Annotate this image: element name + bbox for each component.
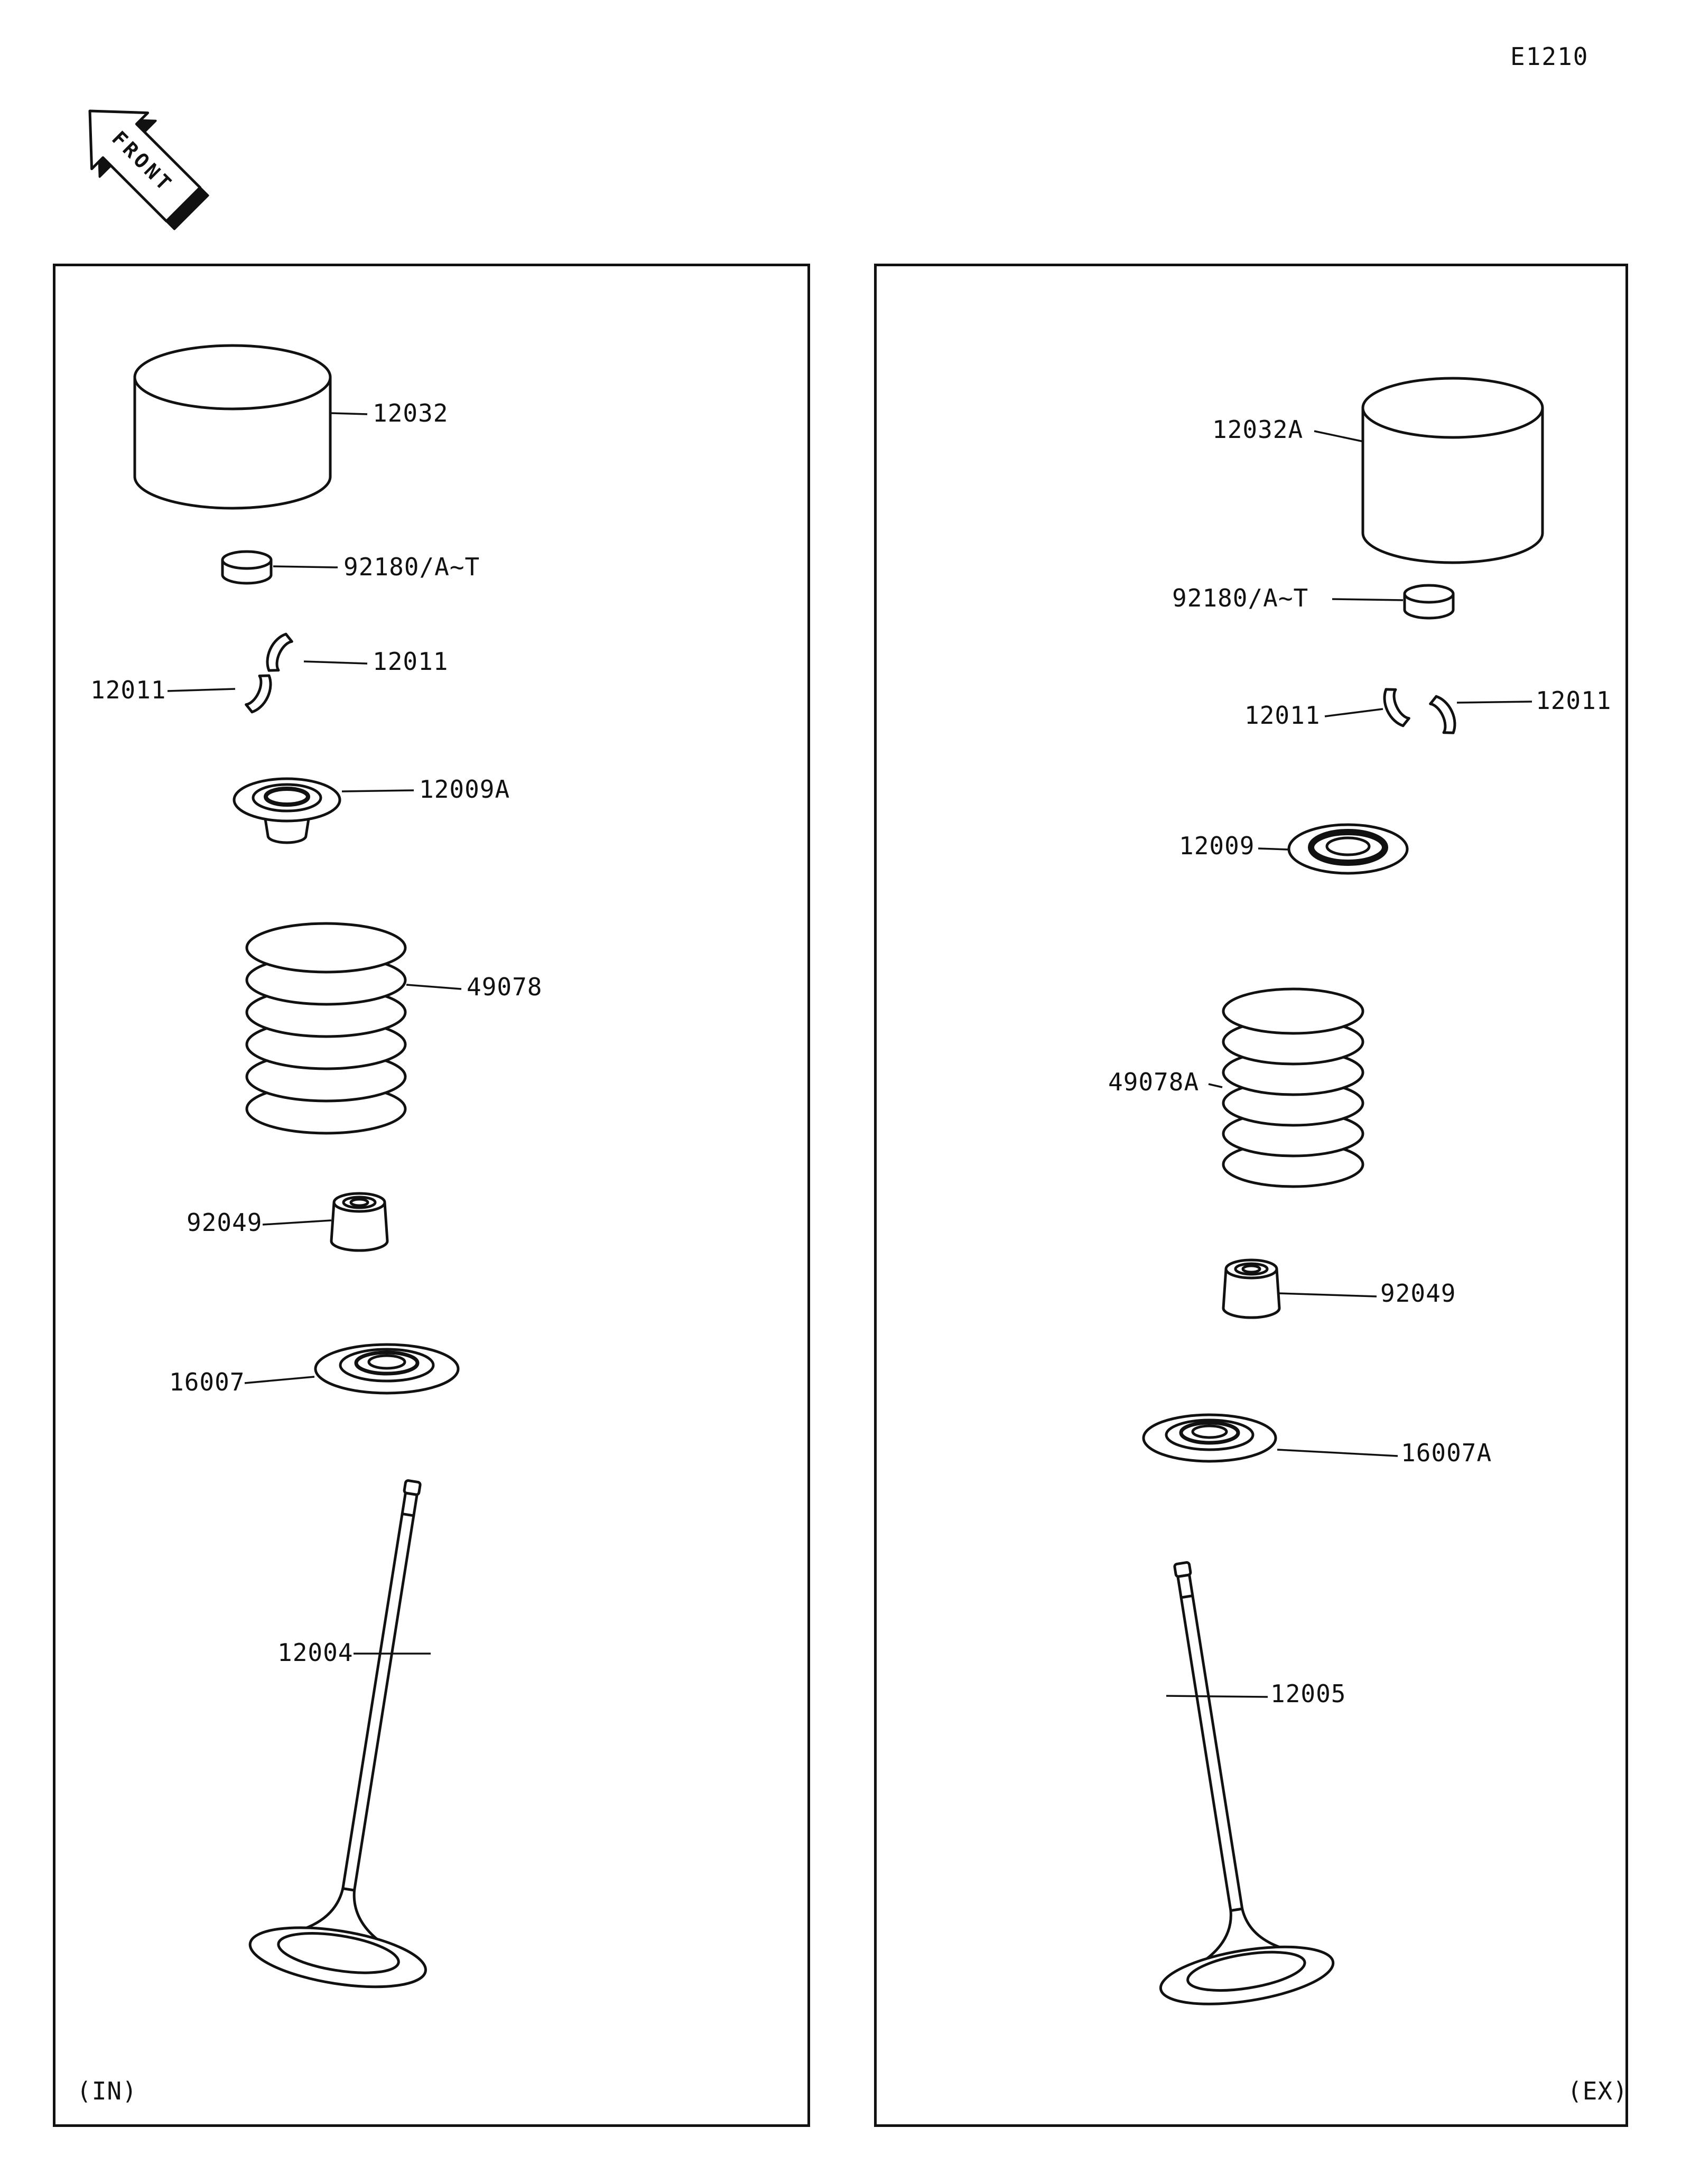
- leader-line-tappet: [1314, 430, 1364, 443]
- part-label-seat: 16007A: [1401, 1439, 1492, 1467]
- leader-line-valve: [1166, 1695, 1268, 1698]
- leader-line-keeper-right: [303, 660, 368, 665]
- leader-line-seat: [1277, 1449, 1398, 1457]
- exhaust-spring-part: [1222, 987, 1364, 1188]
- part-label-seal: 92049: [187, 1208, 262, 1237]
- intake-seat-part: [314, 1343, 460, 1395]
- intake-spring-part: [245, 922, 407, 1135]
- leader-line-tappet: [331, 412, 368, 415]
- intake-shim-part: [221, 550, 273, 585]
- part-label-tappet: 12032: [373, 399, 448, 427]
- part-label-shim: 92180/A~T: [343, 553, 480, 581]
- exhaust-valve-part: [1159, 1561, 1335, 2005]
- leader-line-seat: [244, 1376, 315, 1384]
- exhaust-keeper-right-part: [1379, 686, 1411, 729]
- intake-retainer-part: [233, 777, 341, 844]
- front-arrow-shape: FRONT: [88, 109, 209, 230]
- intake-keeper-left-part: [244, 672, 276, 715]
- part-label-retainer: 12009: [1179, 832, 1255, 860]
- intake-valve-part: [248, 1479, 427, 1989]
- exhaust-panel: 12032A 92180/A~T 12011 12011: [874, 264, 1628, 2127]
- part-label-shim: 92180/A~T: [1172, 584, 1308, 612]
- leader-line-seal: [262, 1219, 332, 1226]
- leader-line-spring: [406, 984, 462, 990]
- leader-line-shim: [1332, 598, 1404, 601]
- leader-line-keeper-left: [1324, 708, 1383, 717]
- leader-line-shim: [273, 565, 338, 568]
- exhaust-shim-part: [1403, 584, 1455, 620]
- part-label-seal: 92049: [1380, 1279, 1456, 1308]
- panel-caption-exhaust: (EX): [1567, 2077, 1625, 2105]
- exhaust-retainer-part: [1287, 823, 1409, 875]
- exhaust-seal-part: [1222, 1258, 1281, 1319]
- part-label-spring: 49078: [467, 973, 542, 1001]
- part-label-spring: 49078A: [1108, 1068, 1199, 1096]
- front-arrow: FRONT: [88, 109, 209, 230]
- leader-line-seal: [1278, 1292, 1377, 1298]
- leader-line-retainer: [1258, 847, 1288, 851]
- part-label-keeper-right: 12011: [1536, 686, 1611, 715]
- part-label-seat: 16007: [169, 1368, 245, 1396]
- exhaust-keeper-left-part: [1428, 693, 1460, 736]
- leader-line-retainer: [341, 789, 414, 792]
- part-label-keeper-right: 12011: [373, 647, 448, 676]
- page-code: E1210: [1510, 42, 1589, 71]
- leader-line-keeper-left: [167, 688, 236, 692]
- part-label-tappet: 12032A: [1212, 415, 1303, 444]
- intake-seal-part: [330, 1192, 389, 1252]
- intake-panel: 12032 92180/A~T 12011 12011: [53, 264, 810, 2127]
- intake-keeper-right-part: [262, 631, 294, 674]
- exhaust-seat-part: [1142, 1413, 1277, 1463]
- intake-tappet-part: [133, 344, 332, 510]
- part-label-valve: 12005: [1270, 1679, 1346, 1708]
- part-label-retainer: 12009A: [419, 775, 510, 804]
- leader-line-spring: [1208, 1083, 1223, 1088]
- leader-line-keeper-right: [1456, 701, 1532, 704]
- part-label-valve: 12004: [277, 1638, 353, 1667]
- part-label-keeper-left: 12011: [90, 676, 166, 704]
- part-label-keeper-left: 12011: [1244, 701, 1320, 730]
- panel-caption-intake: (IN): [77, 2077, 137, 2105]
- exhaust-tappet-part: [1361, 377, 1544, 564]
